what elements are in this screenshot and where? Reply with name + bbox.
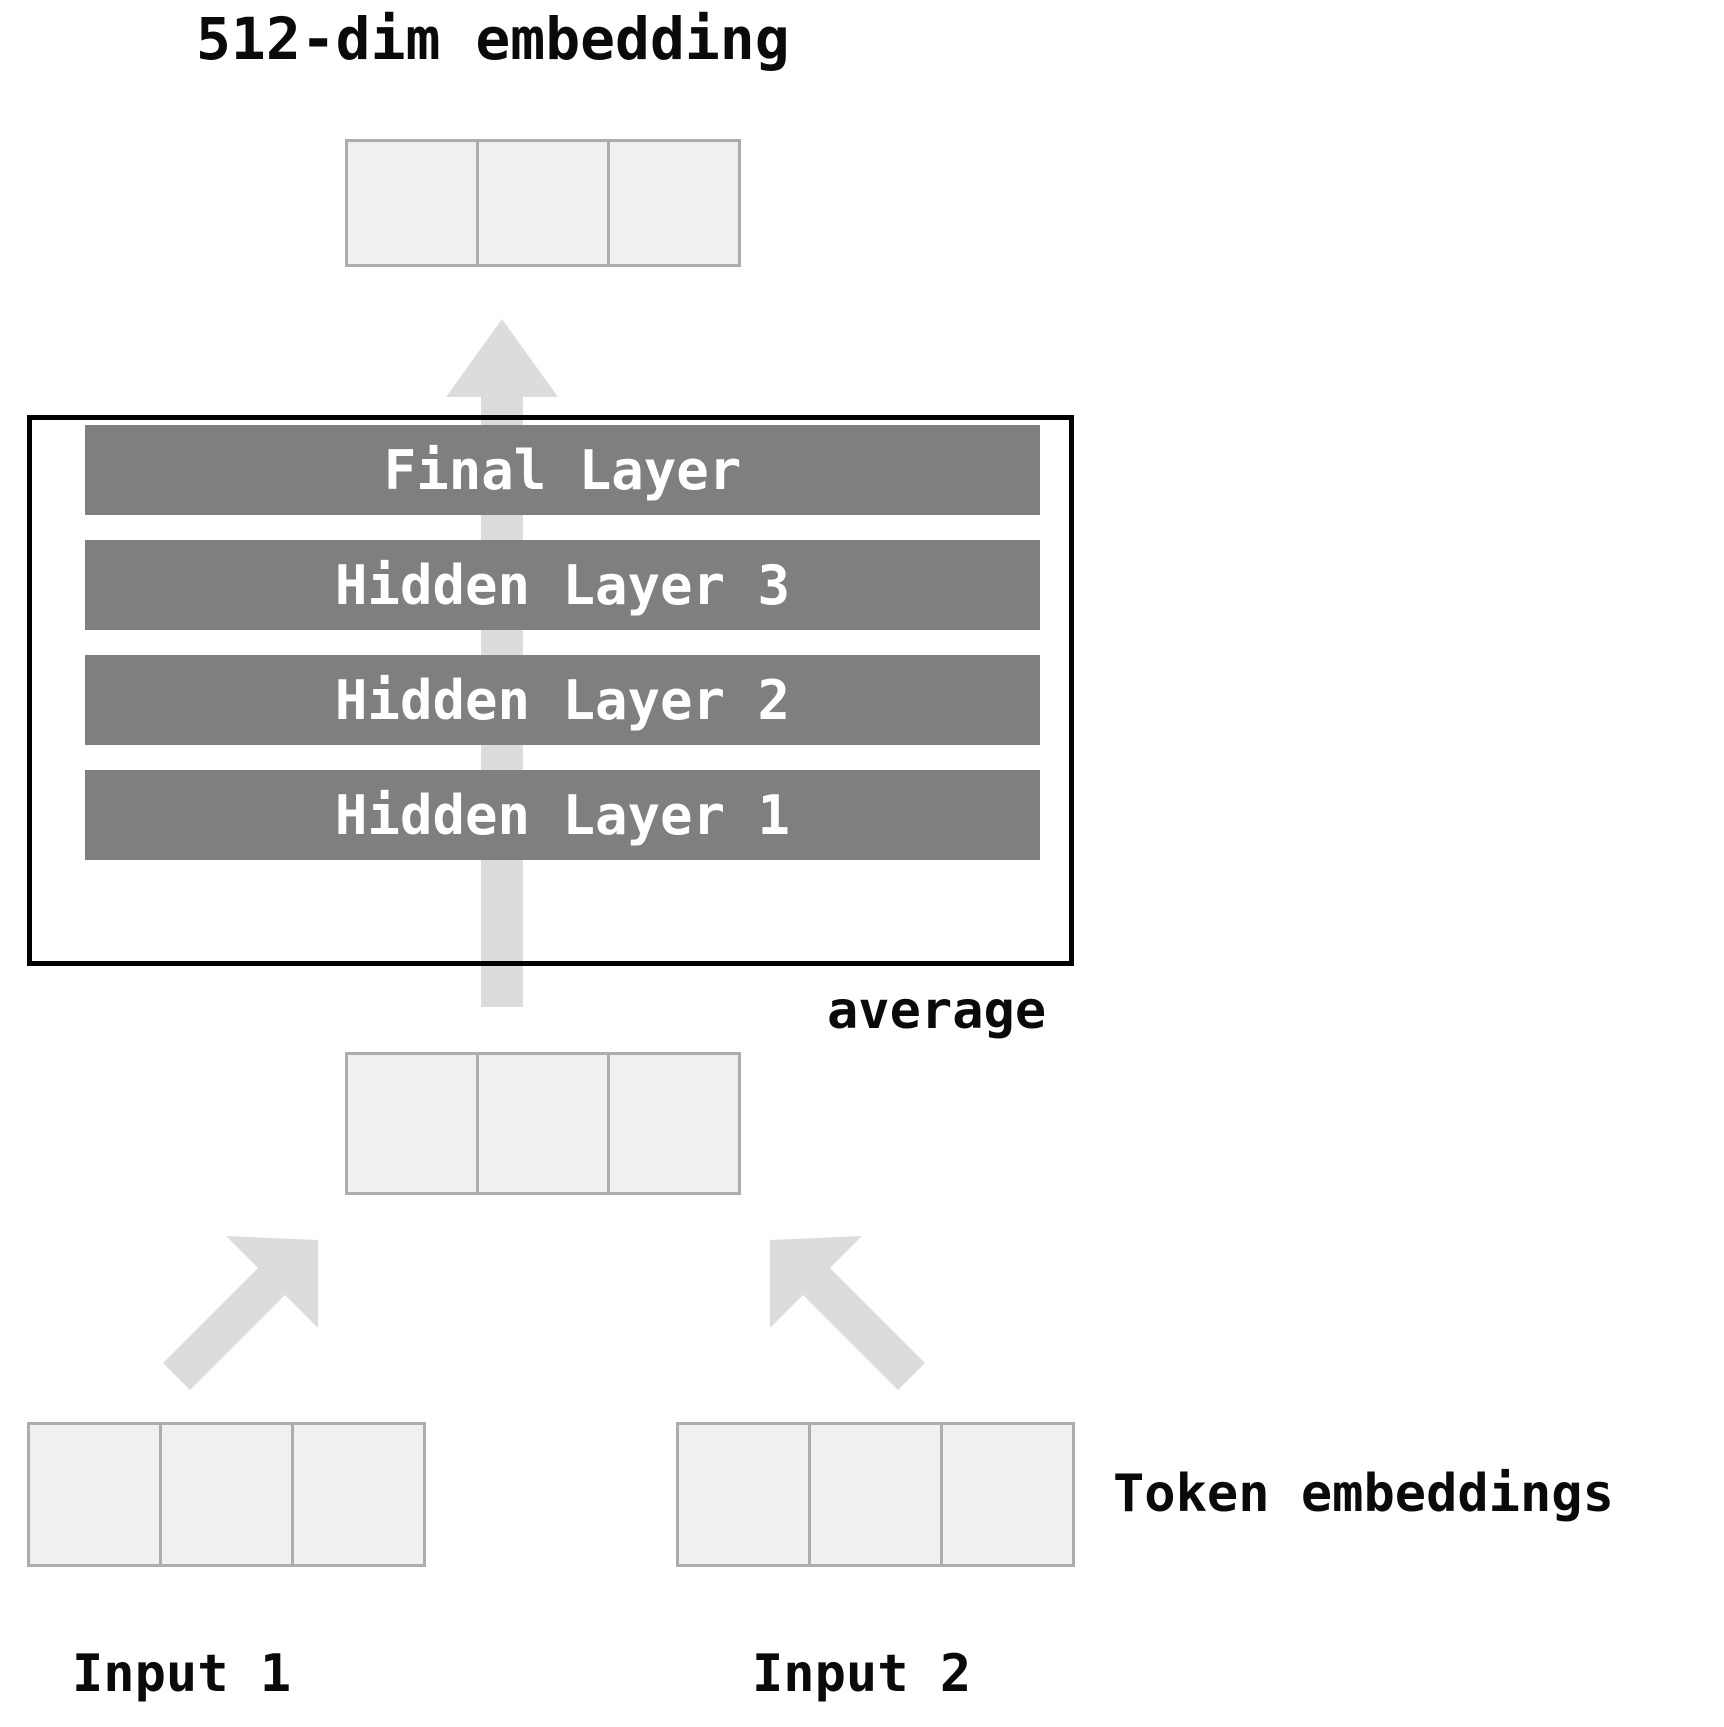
- average-pooled-vector-cells: [345, 1052, 741, 1195]
- layer-bar-final-layer: Final Layer: [85, 425, 1040, 515]
- encoder-block: [27, 415, 1074, 966]
- embedding-vector-cells: [345, 139, 741, 267]
- input-1-cell-3: [291, 1422, 426, 1567]
- input-1-cell-1: [27, 1422, 162, 1567]
- input-1-cell-2: [159, 1422, 294, 1567]
- input-2-token-embedding-cells: [676, 1422, 1075, 1567]
- embedding-cell-1: [345, 139, 479, 267]
- token-embeddings-label: Token embeddings: [1113, 1464, 1614, 1524]
- input-1-label: Input 1: [72, 1644, 292, 1704]
- layer-bar-hidden-layer-3: Hidden Layer 3: [85, 540, 1040, 630]
- embedding-cell-3: [607, 139, 741, 267]
- input-1-token-embedding-cells: [27, 1422, 426, 1567]
- input-2-label: Input 2: [752, 1644, 972, 1704]
- page-title: 512-dim embedding: [196, 5, 790, 73]
- average-cell-1: [345, 1052, 479, 1195]
- input-2-cell-3: [940, 1422, 1075, 1567]
- layer-bar-hidden-layer-1: Hidden Layer 1: [85, 770, 1040, 860]
- average-label: average: [827, 981, 1047, 1041]
- input-2-cell-1: [676, 1422, 811, 1567]
- input-2-cell-2: [808, 1422, 943, 1567]
- average-cell-3: [607, 1052, 741, 1195]
- layer-bar-hidden-layer-2: Hidden Layer 2: [85, 655, 1040, 745]
